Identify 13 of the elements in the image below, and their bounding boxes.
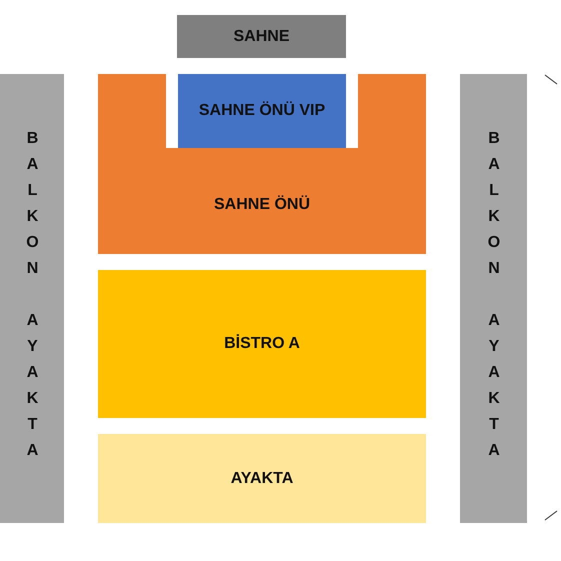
area-label: BALKON AYAKTA (23, 130, 41, 468)
stage-area (177, 15, 346, 58)
area-label: SAHNE ÖNÜ (214, 196, 310, 214)
vip-area (178, 74, 346, 148)
balcony-area (0, 74, 64, 523)
area-label: BALKON AYAKTA (484, 130, 502, 468)
balcony-area (460, 74, 527, 523)
area-label: SAHNE ÖNÜ VIP (198, 102, 326, 120)
area-label: SAHNE (233, 28, 290, 46)
area-label: AYAKTA (230, 470, 294, 488)
area-label: BİSTRO A (224, 335, 300, 353)
bistro-area (98, 270, 426, 418)
standing-area (98, 434, 426, 523)
